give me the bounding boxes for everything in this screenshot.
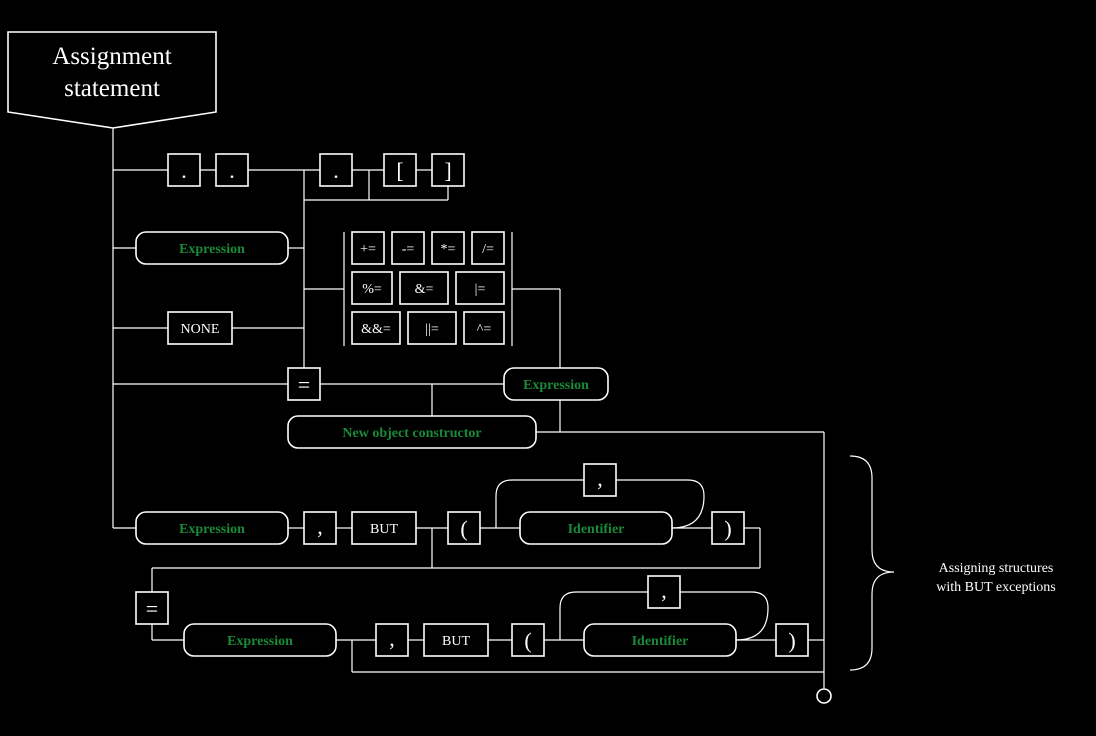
terminal-rbracket: ] [431,153,465,187]
note-line-1: Assigning structures [939,561,1054,576]
svg-text:NONE: NONE [181,322,220,337]
operator-logor-eq: ||= [425,322,439,337]
terminal-equals-1: = [287,367,321,401]
svg-text:[: [ [396,158,403,183]
nonterminal-identifier-2: Identifier [583,623,737,657]
nonterminal-identifier-1: Identifier [519,511,673,545]
svg-text:.: . [181,158,187,183]
terminal-comma-2: , [375,623,409,657]
nonterminal-expression-3: Expression [135,511,289,545]
svg-text:,: , [317,514,323,539]
operator-xor-eq: ^= [477,322,492,337]
svg-text:Expression: Expression [179,522,245,537]
svg-text:=: = [298,372,310,397]
title-block: Assignment statement [7,31,217,129]
svg-text:.: . [333,158,339,183]
terminal-none: NONE [167,311,233,345]
terminal-equals-2: = [135,591,169,625]
operator-div-eq: /= [482,242,494,257]
end-terminal-circle [816,688,832,704]
terminal-but-2: BUT [423,623,489,657]
terminal-rparen-2: ) [775,623,809,657]
svg-text:BUT: BUT [370,522,398,537]
terminal-dot-2: . [215,153,249,187]
svg-text:,: , [661,578,667,603]
nonterminal-expression-1: Expression [135,231,289,265]
svg-text:Expression: Expression [227,634,293,649]
operator-logand-eq: &&= [361,322,391,337]
svg-text:): ) [724,516,731,541]
svg-text:(: ( [524,628,531,653]
operator-mul-eq: *= [441,242,456,257]
operator-grid: += -= *= /= %= &= |= &&= ||= ^= [351,231,505,345]
svg-text:New object constructor: New object constructor [342,426,481,441]
terminal-comma-1: , [303,511,337,545]
terminal-lparen-2: ( [511,623,545,657]
svg-text:.: . [229,158,235,183]
terminal-lparen-1: ( [447,511,481,545]
terminal-lbracket: [ [383,153,417,187]
operator-minus-eq: -= [402,242,415,257]
title-line-1: Assignment [52,43,172,70]
svg-text:,: , [389,626,395,651]
operator-mod-eq: %= [362,282,382,297]
svg-text:Identifier: Identifier [568,522,625,537]
terminal-comma-loop-2: , [647,575,681,609]
svg-text:): ) [788,628,795,653]
operator-and-eq: &= [415,282,434,297]
operator-or-eq: |= [475,282,486,297]
nonterminal-new-object-constructor: New object constructor [287,415,537,449]
svg-text:Expression: Expression [523,378,589,393]
terminal-dot-1: . [167,153,201,187]
svg-text:=: = [146,596,158,621]
operator-plus-eq: += [360,242,376,257]
connector-lines [112,128,825,688]
terminal-dot-3: . [319,153,353,187]
title-line-2: statement [64,75,160,102]
note-line-2: with BUT exceptions [936,580,1056,595]
nonterminal-expression-4: Expression [183,623,337,657]
svg-text:Identifier: Identifier [632,634,689,649]
terminal-comma-loop-1: , [583,463,617,497]
terminal-but-1: BUT [351,511,417,545]
svg-text:Expression: Expression [179,242,245,257]
nonterminal-expression-2: Expression [503,367,609,401]
curly-brace [849,455,895,671]
svg-text:BUT: BUT [442,634,470,649]
svg-text:,: , [597,466,603,491]
terminal-rparen-1: ) [711,511,745,545]
svg-text:(: ( [460,516,467,541]
svg-text:]: ] [444,158,451,183]
